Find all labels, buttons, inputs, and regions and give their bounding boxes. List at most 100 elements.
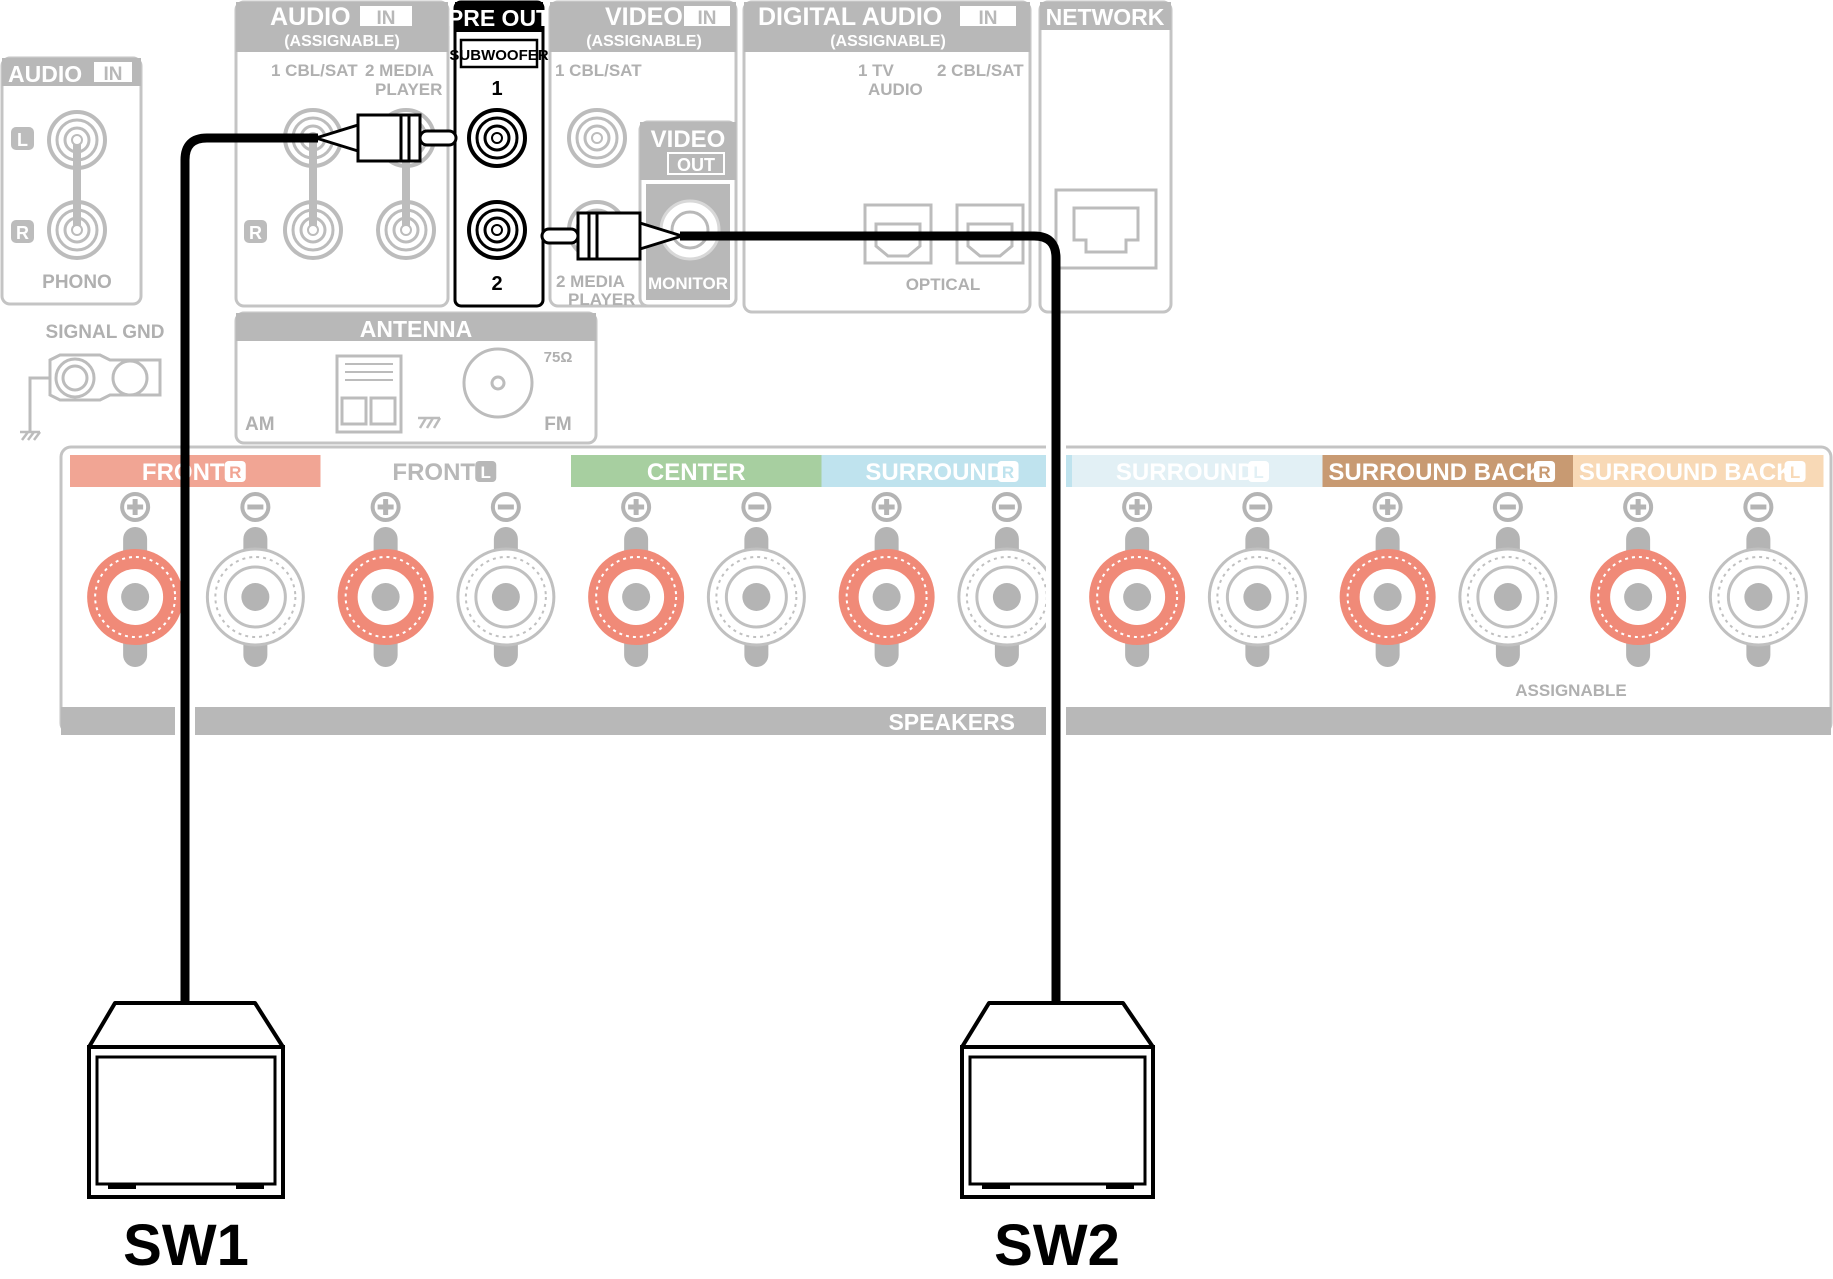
audio-in-input2b-label: PLAYER <box>375 80 442 99</box>
speaker-group-band <box>1573 455 1824 487</box>
speaker-side-badge: R <box>997 461 1019 482</box>
subwoofer-1-number: 1 <box>491 78 502 100</box>
plus-sign-icon <box>871 492 902 522</box>
audio-in-phono-panel: AUDIO IN L R PHONO <box>0 56 143 306</box>
speaker-group-center: CENTER <box>571 455 822 669</box>
am-terminal[interactable] <box>335 354 403 434</box>
digital-audio-in-panel: DIGITAL AUDIO IN (ASSIGNABLE) 1 TV AUDIO… <box>742 0 1032 314</box>
audio-in-r-label: R <box>249 223 262 243</box>
cable-sw2 <box>540 211 1061 1003</box>
video-in-1-jack[interactable] <box>567 108 627 168</box>
speaker-group-label: CENTER <box>647 459 746 486</box>
subwoofer-sw1: SW1 <box>87 1001 285 1278</box>
minus-sign-icon <box>490 492 521 522</box>
network-panel: NETWORK <box>1038 0 1173 314</box>
audio-in-2-r-jack[interactable] <box>376 200 436 260</box>
subwoofer-2-jack[interactable] <box>467 200 527 260</box>
pre-out-title: PRE OUT <box>448 5 550 31</box>
ground-wire <box>28 376 50 432</box>
phono-l-label: L <box>17 130 28 150</box>
speaker-group-band <box>571 455 822 487</box>
video-out-badge: OUT <box>677 155 715 175</box>
video-out-title: VIDEO <box>651 126 726 153</box>
audio-in-assignable-panel: AUDIO IN (ASSIGNABLE) 1 CBL/SAT 2 MEDIA … <box>234 0 450 308</box>
phono-l-jack[interactable] <box>47 110 107 170</box>
antenna-ground-icon <box>418 416 442 429</box>
phono-r-jack[interactable] <box>47 200 107 260</box>
speaker-group-label: SURROUND <box>1116 459 1255 486</box>
speaker-group-label: SURROUND <box>865 459 1004 486</box>
audio-in-input2-label: 2 MEDIA <box>365 61 434 80</box>
speaker-group-band <box>1322 455 1573 487</box>
video-in-sub: (ASSIGNABLE) <box>586 33 702 50</box>
am-label: AM <box>245 414 275 435</box>
subwoofer-label: SUBWOOFER <box>449 47 548 64</box>
digital-audio-in-sub: (ASSIGNABLE) <box>830 33 946 50</box>
audio-in-phono-badge: IN <box>104 64 123 85</box>
optical-1b-label: AUDIO <box>868 80 923 99</box>
audio-in-input1-label: 1 CBL/SAT <box>271 61 358 80</box>
ethernet-port[interactable] <box>1072 206 1140 254</box>
video-in-badge: IN <box>698 8 717 29</box>
minus-sign-icon <box>240 492 271 522</box>
antenna-title: ANTENNA <box>360 316 472 342</box>
subwoofer-sw2: SW2 <box>960 1001 1155 1278</box>
speaker-side-badge: L <box>1784 461 1806 482</box>
digital-audio-in-badge: IN <box>979 8 998 29</box>
plus-sign-icon <box>1122 492 1153 522</box>
phono-r-label: R <box>16 223 29 243</box>
svg-text:L: L <box>481 463 491 482</box>
sw1-rca-plug <box>356 113 422 163</box>
speaker-side-badge: R <box>1534 461 1556 482</box>
sw2-label: SW2 <box>994 1213 1120 1278</box>
sw2-rca-plug <box>576 211 642 261</box>
video-out-panel: VIDEO OUT MONITOR <box>638 120 738 308</box>
svg-text:L: L <box>1790 463 1800 482</box>
speaker-group-band <box>821 455 1072 487</box>
fm-ohm-label: 75Ω <box>544 349 573 366</box>
optical-2-label: 2 CBL/SAT <box>937 61 1024 80</box>
minus-sign-icon <box>1743 492 1774 522</box>
optical-1-label: 1 TV <box>858 61 895 80</box>
monitor-out-jack[interactable] <box>659 199 721 261</box>
cable-sw1 <box>180 113 458 1003</box>
speaker-group-band <box>1072 455 1323 487</box>
svg-text:R: R <box>229 463 241 482</box>
subwoofer-2-number: 2 <box>491 273 502 295</box>
audio-in-1-r-jack[interactable] <box>283 200 343 260</box>
audio-in-assignable-sub: (ASSIGNABLE) <box>284 33 400 50</box>
subwoofer-1-jack[interactable] <box>467 108 527 168</box>
pre-out-panel: PRE OUT SUBWOOFER 1 2 <box>448 0 550 308</box>
speaker-group-band <box>70 455 321 487</box>
speaker-side-badge: L <box>475 461 497 482</box>
speakers-footer: SPEAKERS <box>888 709 1015 735</box>
minus-sign-icon <box>741 492 772 522</box>
speaker-side-badge: R <box>224 461 246 482</box>
digital-audio-in-title: DIGITAL AUDIO <box>758 3 942 31</box>
svg-text:L: L <box>1253 463 1263 482</box>
minus-sign-icon <box>1242 492 1273 522</box>
signal-gnd-label: SIGNAL GND <box>46 322 165 343</box>
antenna-panel: ANTENNA AM 75Ω FM <box>234 311 598 445</box>
speaker-side-badge: L <box>1248 461 1270 482</box>
video-in-input2b-label: PLAYER <box>568 290 635 309</box>
ground-icon <box>20 430 41 441</box>
monitor-label: MONITOR <box>648 274 728 293</box>
audio-in-phono-title: AUDIO <box>8 61 82 87</box>
speaker-group-label: SURROUND BACK <box>1328 459 1543 486</box>
plus-sign-icon <box>1623 492 1654 522</box>
video-in-title: VIDEO <box>605 3 683 31</box>
fm-label: FM <box>544 414 571 435</box>
video-in-input2-label: 2 MEDIA <box>556 272 625 291</box>
speaker-group-band <box>320 455 571 487</box>
phono-caption: PHONO <box>42 272 112 293</box>
audio-in-assignable-badge: IN <box>377 8 396 29</box>
network-title: NETWORK <box>1046 4 1165 30</box>
